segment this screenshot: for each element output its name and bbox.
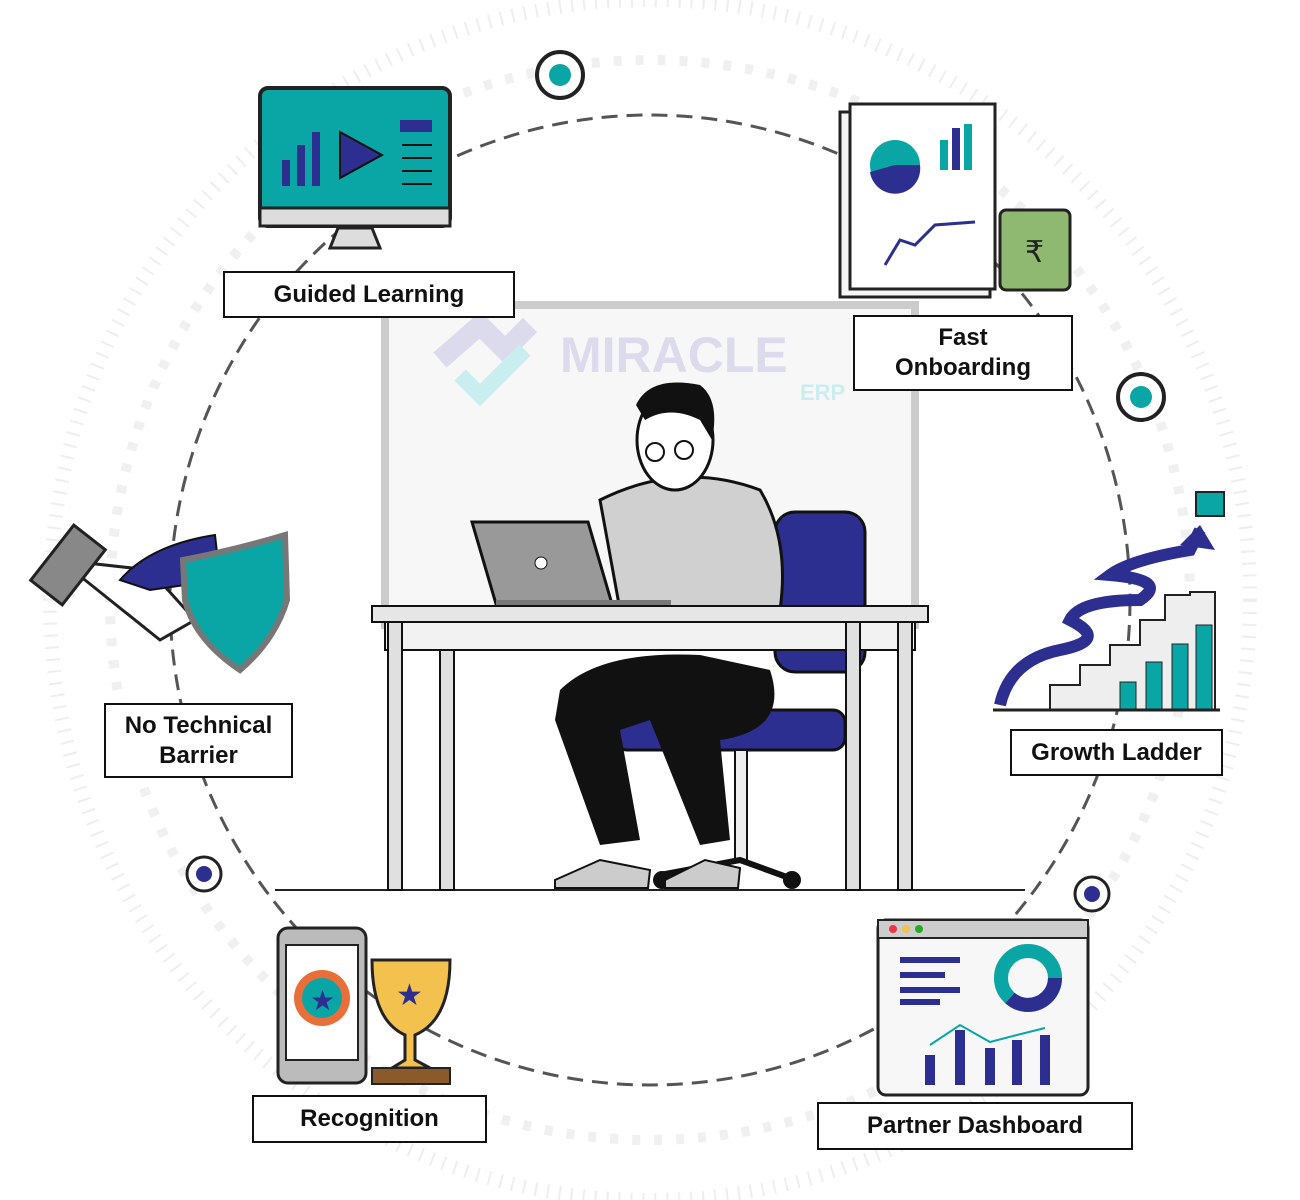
phone-trophy-icon: ★ ★ (276, 926, 452, 1085)
ring-dot-icon (1116, 372, 1166, 422)
ring-dot-icon (1073, 875, 1111, 913)
svg-text:★: ★ (396, 978, 423, 1013)
svg-text:₹: ₹ (1025, 235, 1044, 270)
label-partner-dashboard: Partner Dashboard (817, 1102, 1133, 1150)
growth-stairs-icon (993, 491, 1225, 712)
label-growth-ladder: Growth Ladder (1010, 729, 1223, 776)
label-fast-onboarding: Fast Onboarding (853, 315, 1073, 391)
report-money-icon: ₹ (838, 102, 1072, 299)
ring-dot-icon (185, 855, 223, 893)
label-recognition: Recognition (252, 1095, 487, 1143)
label-no-technical-barrier: No Technical Barrier (104, 703, 293, 778)
person-at-desk (554, 382, 784, 889)
logo-subtext: ERP (800, 380, 845, 405)
miracle-logo-watermark: MIRACLE ERP (433, 311, 845, 407)
laptop (469, 520, 671, 606)
monitor-video-icon (258, 86, 452, 250)
svg-text:★: ★ (310, 984, 335, 1017)
handshake-shield-icon (28, 523, 291, 674)
dashboard-icon (876, 918, 1090, 1097)
ring-dot-icon (535, 50, 585, 100)
outer-ring (43, 0, 1257, 1200)
desk (371, 605, 929, 891)
logo-text: MIRACLE (560, 327, 788, 383)
label-guided-learning: Guided Learning (223, 271, 515, 318)
